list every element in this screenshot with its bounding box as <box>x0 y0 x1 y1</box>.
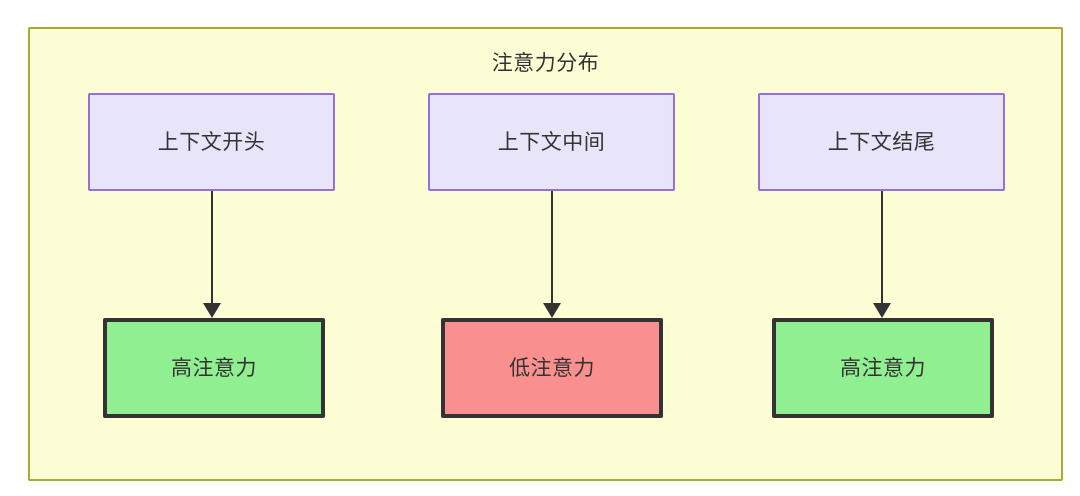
node-attention-low-middle[interactable]: 低注意力 <box>441 318 663 418</box>
node-context-start[interactable]: 上下文开头 <box>88 93 335 191</box>
node-label: 高注意力 <box>840 356 926 380</box>
node-attention-high-end[interactable]: 高注意力 <box>772 318 994 418</box>
node-context-middle[interactable]: 上下文中间 <box>428 93 675 191</box>
node-label: 上下文中间 <box>497 130 606 154</box>
node-label: 低注意力 <box>509 356 595 380</box>
node-label: 上下文结尾 <box>827 130 936 154</box>
node-label: 上下文开头 <box>157 130 266 154</box>
subgraph-title: 注意力分布 <box>491 52 600 75</box>
node-attention-high-start[interactable]: 高注意力 <box>103 318 325 418</box>
node-label: 高注意力 <box>171 356 257 380</box>
node-context-end[interactable]: 上下文结尾 <box>758 93 1005 191</box>
